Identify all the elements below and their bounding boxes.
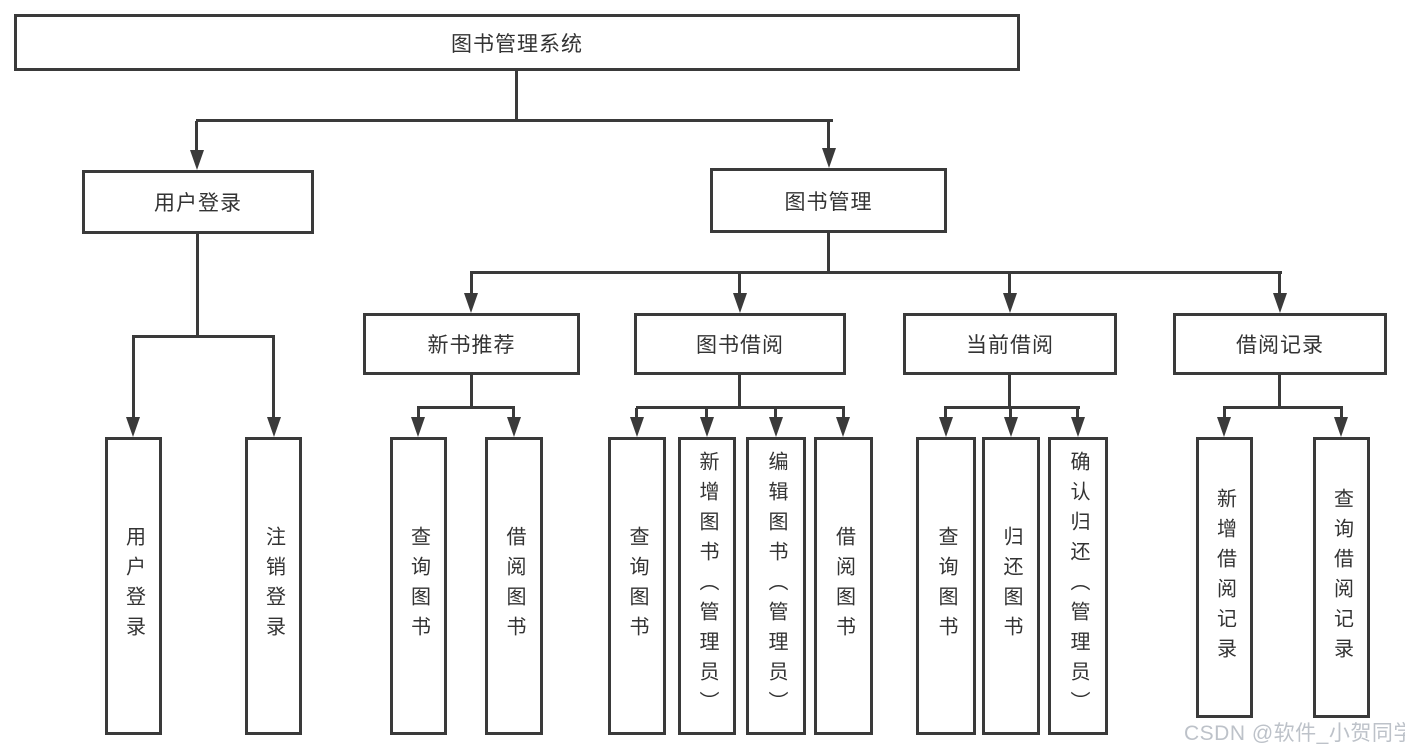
arrow-down-icon <box>1334 417 1348 437</box>
connector-line <box>1278 274 1281 294</box>
arrow-down-icon <box>836 417 850 437</box>
connector-line <box>1223 408 1226 419</box>
arrow-down-icon <box>267 417 281 437</box>
leaf-query-books-current: 查询图书 <box>916 437 976 735</box>
connector-line <box>705 408 708 419</box>
node-label: 新增借阅记录 <box>1213 487 1236 668</box>
connector-line <box>1009 408 1012 419</box>
arrow-down-icon <box>1071 417 1085 437</box>
arrow-down-icon <box>464 293 478 313</box>
node-current-borrowing: 当前借阅 <box>903 313 1117 375</box>
connector-line <box>944 406 1080 409</box>
leaf-return-books: 归还图书 <box>982 437 1040 735</box>
connector-line <box>827 121 830 150</box>
node-label: 用户登录 <box>122 526 145 646</box>
node-label: 新增图书（管理员） <box>696 451 718 721</box>
leaf-query-books-newbook: 查询图书 <box>390 437 447 735</box>
connector-line <box>774 408 777 419</box>
connector-line <box>470 274 473 294</box>
node-label: 借阅图书 <box>503 526 525 646</box>
connector-line <box>738 274 741 294</box>
connector-line <box>1278 375 1281 408</box>
leaf-add-borrow-record: 新增借阅记录 <box>1196 437 1253 718</box>
leaf-logout: 注销登录 <box>245 437 302 735</box>
connector-line <box>1076 408 1079 419</box>
arrow-down-icon <box>769 417 783 437</box>
connector-line <box>738 375 741 408</box>
connector-line <box>512 408 515 419</box>
node-user-login: 用户登录 <box>82 170 314 234</box>
connector-line <box>1008 375 1011 408</box>
connector-line <box>1223 406 1343 409</box>
node-label: 查询图书 <box>935 526 957 646</box>
connector-line <box>272 338 275 417</box>
node-borrowing-records: 借阅记录 <box>1173 313 1387 375</box>
node-label: 归还图书 <box>1000 526 1022 646</box>
connector-line <box>1340 408 1343 419</box>
arrow-down-icon <box>1273 293 1287 313</box>
connector-line <box>827 233 830 273</box>
node-label: 用户登录 <box>154 192 242 215</box>
arrow-down-icon <box>700 417 714 437</box>
leaf-borrow-books: 借阅图书 <box>814 437 873 735</box>
node-label: 查询借阅记录 <box>1330 487 1353 668</box>
connector-line <box>417 408 420 419</box>
leaf-edit-books-admin: 编辑图书（管理员） <box>746 437 806 735</box>
connector-line <box>515 71 518 121</box>
node-label: 编辑图书（管理员） <box>765 451 787 721</box>
arrow-down-icon <box>411 417 425 437</box>
node-label: 新书推荐 <box>427 334 516 357</box>
watermark: CSDN @软件_小贺同学 <box>1184 722 1405 745</box>
node-label: 借阅图书 <box>832 526 855 646</box>
connector-line <box>132 335 275 338</box>
node-label: 当前借阅 <box>966 334 1054 357</box>
connector-line <box>470 271 1282 274</box>
connector-line <box>196 234 199 338</box>
connector-line <box>132 338 135 417</box>
leaf-query-borrow-record: 查询借阅记录 <box>1313 437 1370 718</box>
node-label: 图书管理 <box>784 190 873 214</box>
leaf-user-login: 用户登录 <box>105 437 162 735</box>
leaf-borrow-books-newbook: 借阅图书 <box>485 437 543 735</box>
connector-line <box>470 375 473 408</box>
node-label: 借阅记录 <box>1236 334 1324 357</box>
arrow-down-icon <box>1004 417 1018 437</box>
node-label: 查询图书 <box>407 526 430 646</box>
node-label: 确认归还（管理员） <box>1067 451 1089 721</box>
connector-line <box>196 119 833 122</box>
node-new-book-recommend: 新书推荐 <box>363 313 580 375</box>
node-library-system: 图书管理系统 <box>14 14 1020 71</box>
connector-line <box>636 406 845 409</box>
node-label: 查询图书 <box>626 526 648 646</box>
connector-line <box>1008 274 1011 294</box>
arrow-down-icon <box>507 417 521 437</box>
arrow-down-icon <box>190 150 204 170</box>
arrow-down-icon <box>126 417 140 437</box>
node-label: 注销登录 <box>262 526 285 646</box>
leaf-add-books-admin: 新增图书（管理员） <box>678 437 736 735</box>
connector-line <box>842 408 845 419</box>
arrow-down-icon <box>939 417 953 437</box>
connector-line <box>195 121 198 152</box>
connector-line <box>417 406 515 409</box>
node-book-management: 图书管理 <box>710 168 947 233</box>
leaf-confirm-return-admin: 确认归还（管理员） <box>1048 437 1108 735</box>
connector-line <box>944 408 947 419</box>
arrow-down-icon <box>630 417 644 437</box>
arrow-down-icon <box>1003 293 1017 313</box>
node-book-borrowing: 图书借阅 <box>634 313 846 375</box>
arrow-down-icon <box>733 293 747 313</box>
arrow-down-icon <box>822 148 836 168</box>
node-label: 图书管理系统 <box>451 32 583 56</box>
node-label: 图书借阅 <box>696 334 784 357</box>
arrow-down-icon <box>1217 417 1231 437</box>
connector-line <box>635 408 638 419</box>
leaf-query-books-borrow: 查询图书 <box>608 437 666 735</box>
